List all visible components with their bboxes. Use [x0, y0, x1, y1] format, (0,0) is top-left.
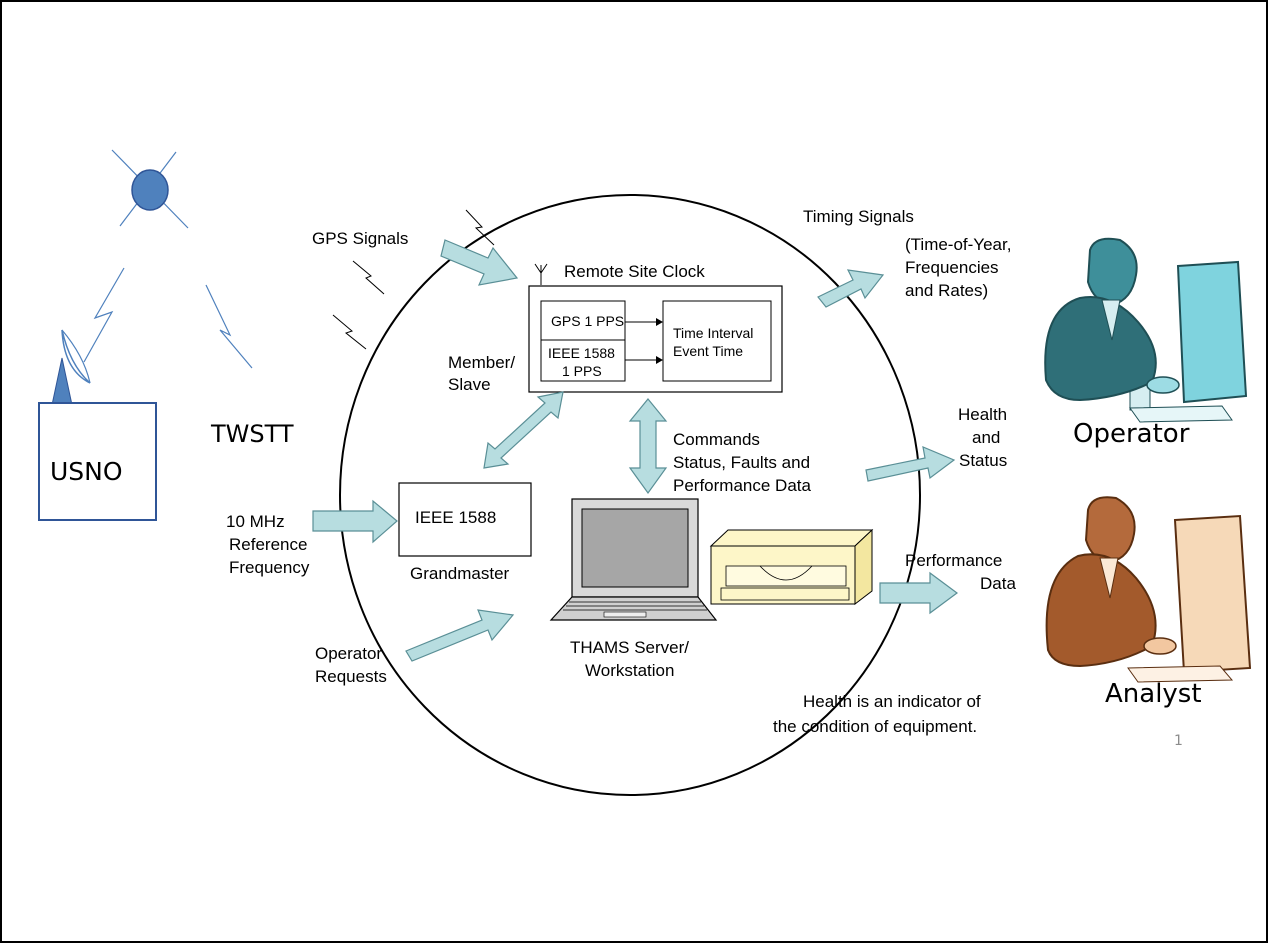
gps-1pps-box [540, 300, 626, 341]
health-label-2: and [972, 428, 1000, 447]
system-boundary-ellipse [339, 194, 921, 796]
commands-double-arrow [628, 398, 668, 495]
health-note-line-1: Health is an indicator of [803, 692, 981, 711]
member-slave-label-2: Slave [448, 375, 491, 394]
member-slave-label-1: Member/ [448, 353, 515, 372]
laptop-icon [549, 498, 718, 621]
disk-drive-icon [709, 528, 874, 606]
operator-requests-arrow [405, 609, 515, 662]
timing-signals-label-4: and Rates) [905, 281, 988, 300]
health-label-1: Health [958, 405, 1007, 424]
page-number: 1 [1174, 733, 1183, 749]
time-interval-box [662, 300, 772, 382]
twstt-label: TWSTT [210, 420, 294, 448]
performance-data-arrow [879, 571, 959, 615]
ieee1588-1pps-box [540, 339, 626, 382]
timing-signals-label-3: Frequencies [905, 258, 999, 277]
gps-zigzag-icon [352, 260, 385, 295]
signal-arrow-icon [625, 318, 663, 364]
health-note-line-2: the condition of equipment. [773, 717, 977, 736]
reference-label-2: Reference [229, 535, 307, 554]
usno-label: USNO [50, 457, 123, 486]
performance-data-label-2: Data [980, 574, 1016, 593]
ieee1588-1pps-label-1: IEEE 1588 [548, 345, 615, 361]
time-interval-label-1: Time Interval [673, 325, 753, 341]
commands-label-2: Status, Faults and [673, 453, 810, 472]
signal-zigzag-icon [83, 267, 125, 363]
health-status-arrow [865, 446, 956, 482]
reference-label-3: Frequency [229, 558, 310, 577]
usno-box [38, 402, 157, 521]
signal-zigzag-icon [205, 284, 253, 369]
gps-1pps-label: GPS 1 PPS [551, 313, 624, 329]
thams-label-1: THAMS Server/ [570, 638, 689, 657]
ieee1588-label: IEEE 1588 [415, 508, 496, 527]
performance-data-label-1: Performance [905, 551, 1002, 570]
commands-label-3: Performance Data [673, 476, 811, 495]
operator-label: Operator [1073, 419, 1190, 449]
health-label-3: Status [959, 451, 1007, 470]
timing-signals-label-2: (Time-of-Year, [905, 235, 1011, 254]
operator-requests-label-2: Requests [315, 667, 387, 686]
reference-label-1: 10 MHz [226, 512, 285, 531]
timing-signals-label-1: Timing Signals [803, 207, 914, 226]
thams-label-2: Workstation [585, 661, 674, 680]
gps-input-arrow [440, 239, 519, 286]
analyst-figure-icon [1045, 496, 1252, 683]
antenna-icon [534, 263, 548, 285]
time-interval-label-2: Event Time [673, 343, 743, 359]
gps-zigzag-icon [465, 209, 495, 246]
operator-requests-label-1: Operator [315, 644, 382, 663]
commands-label-1: Commands [673, 430, 760, 449]
satellite-dish-icon [51, 329, 91, 406]
remote-site-clock-label: Remote Site Clock [564, 262, 705, 281]
sync-double-arrow [483, 391, 564, 469]
gps-signals-label: GPS Signals [312, 229, 408, 248]
operator-figure-icon [1044, 237, 1248, 423]
analyst-label: Analyst [1105, 679, 1202, 709]
gps-zigzag-icon [332, 314, 367, 350]
grandmaster-box [398, 482, 532, 557]
reference-input-arrow [312, 499, 398, 544]
grandmaster-label: Grandmaster [410, 564, 510, 583]
timing-signals-arrow [817, 269, 885, 308]
ieee1588-1pps-label-2: 1 PPS [562, 363, 602, 379]
satellite-icon [111, 149, 189, 229]
